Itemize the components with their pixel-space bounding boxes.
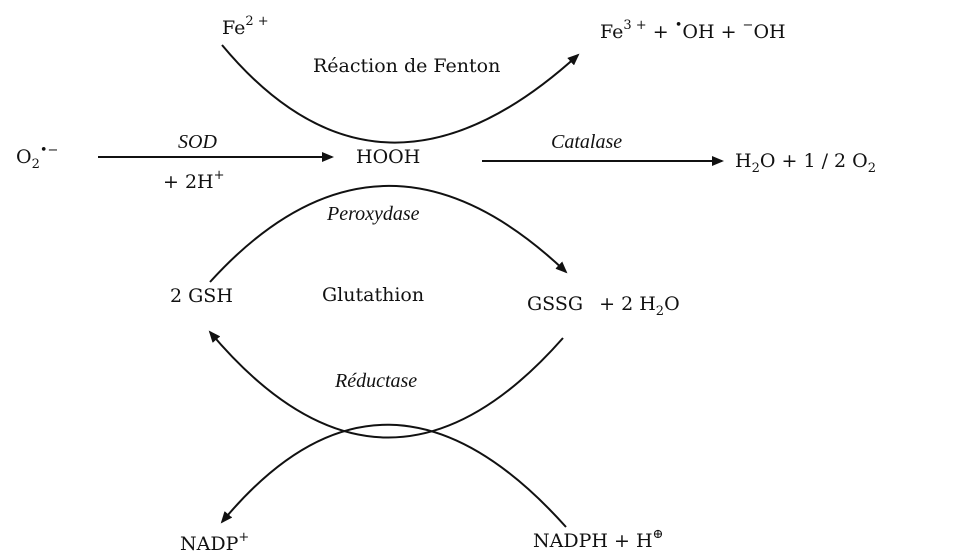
water-subscript: 2 xyxy=(751,161,760,176)
superoxide: O2•− xyxy=(16,143,58,172)
fe3-symbol: Fe xyxy=(600,21,624,43)
catalase-label: Catalase xyxy=(551,131,623,153)
gssg-products: GSSG + 2 H2O xyxy=(527,293,680,319)
gsh-label: 2 GSH xyxy=(170,285,233,307)
nadph-arc-arrow xyxy=(220,423,567,528)
half-oxygen: 1 / 2 O xyxy=(803,150,868,172)
superoxide-symbol: O xyxy=(16,146,32,168)
oxygen-subscript: 2 xyxy=(867,161,877,176)
water-o: O xyxy=(759,150,776,172)
catalase-plus: + xyxy=(781,150,798,172)
gssg-water-subscript: 2 xyxy=(655,304,665,319)
nadph-label: NADPH xyxy=(533,530,608,552)
sod-cofactor-text: + 2H xyxy=(163,171,214,193)
fenton-arc-arrow xyxy=(221,44,580,144)
hydroxyl-radical-dot: • xyxy=(674,18,683,33)
catalase-products: H2O + 1 / 2 O2 xyxy=(735,150,876,176)
hydroxide-sign: − xyxy=(742,18,754,33)
fe2-charge: 2 + xyxy=(245,14,269,29)
gssg-water-h: 2 H xyxy=(621,293,656,315)
sod-cofactor: + 2H+ xyxy=(163,168,225,193)
nadp-label: NADP+ xyxy=(180,530,249,555)
superoxide-charge: •− xyxy=(39,143,59,158)
nadph-products: NADPH + H⊕ xyxy=(533,527,663,552)
superoxide-subscript: 2 xyxy=(31,157,40,172)
fe2-ion: Fe2 + xyxy=(222,14,269,39)
fe2-symbol: Fe xyxy=(222,17,246,39)
nadph-plus: + xyxy=(613,530,630,552)
hydroxide: OH xyxy=(753,21,786,43)
glutathione-center-label: Glutathion xyxy=(322,284,425,306)
nadp-text: NADP xyxy=(180,533,239,555)
sod-label: SOD xyxy=(178,131,217,153)
fe3-charge: 3 + xyxy=(623,18,647,33)
peroxidase-arc-arrow xyxy=(209,185,568,283)
fenton-label: Réaction de Fenton xyxy=(313,55,501,77)
gssg-water-o: O xyxy=(664,293,680,315)
proton-charge: ⊕ xyxy=(652,527,664,542)
fenton-plus-1: + xyxy=(652,21,669,43)
hooh-label: HOOH xyxy=(356,146,421,168)
nadp-charge: + xyxy=(238,530,250,545)
reductase-arc-arrow xyxy=(208,330,564,439)
proton-symbol: H xyxy=(635,530,653,552)
peroxidase-label: Peroxydase xyxy=(327,203,420,225)
water-h: H xyxy=(735,150,752,172)
fenton-plus-2: + xyxy=(720,21,737,43)
gssg-plus: + xyxy=(599,293,616,315)
sod-cofactor-charge: + xyxy=(213,168,225,183)
gssg-label: GSSG xyxy=(527,293,584,315)
hydroxyl-radical: OH xyxy=(682,21,715,43)
reductase-label: Réductase xyxy=(335,370,418,392)
fenton-products: Fe3 + + •OH + −OH xyxy=(600,18,786,43)
